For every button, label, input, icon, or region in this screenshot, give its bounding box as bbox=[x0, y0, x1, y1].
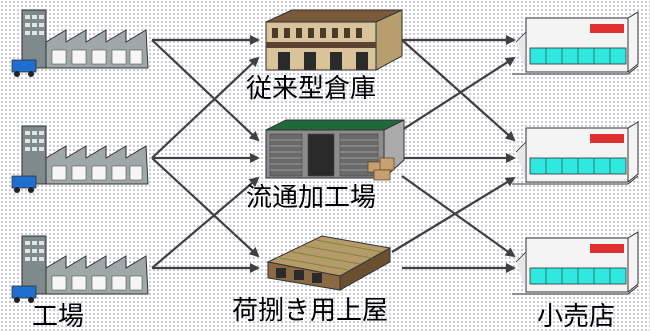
cargo-shed-icon bbox=[266, 235, 392, 291]
processing-plant-icon bbox=[265, 119, 405, 181]
facility-to-store-arrows bbox=[391, 35, 516, 273]
retail-store-icon bbox=[511, 121, 639, 185]
warehouse-icon bbox=[265, 9, 403, 71]
label-cargo-shed: 荷捌き用上屋 bbox=[232, 296, 389, 326]
label-retail-store: 小売店 bbox=[537, 302, 616, 332]
factory-icon bbox=[11, 125, 149, 194]
retail-store-icon bbox=[511, 11, 639, 75]
label-factory: 工場 bbox=[32, 302, 85, 332]
factory-to-facility-arrows bbox=[151, 35, 260, 273]
factory-icon bbox=[11, 9, 149, 78]
label-conventional-warehouse: 従来型倉庫 bbox=[246, 74, 377, 104]
retail-store-icon bbox=[511, 231, 639, 295]
label-distribution-processing: 流通加工場 bbox=[246, 183, 377, 213]
factory-icon bbox=[11, 235, 149, 304]
